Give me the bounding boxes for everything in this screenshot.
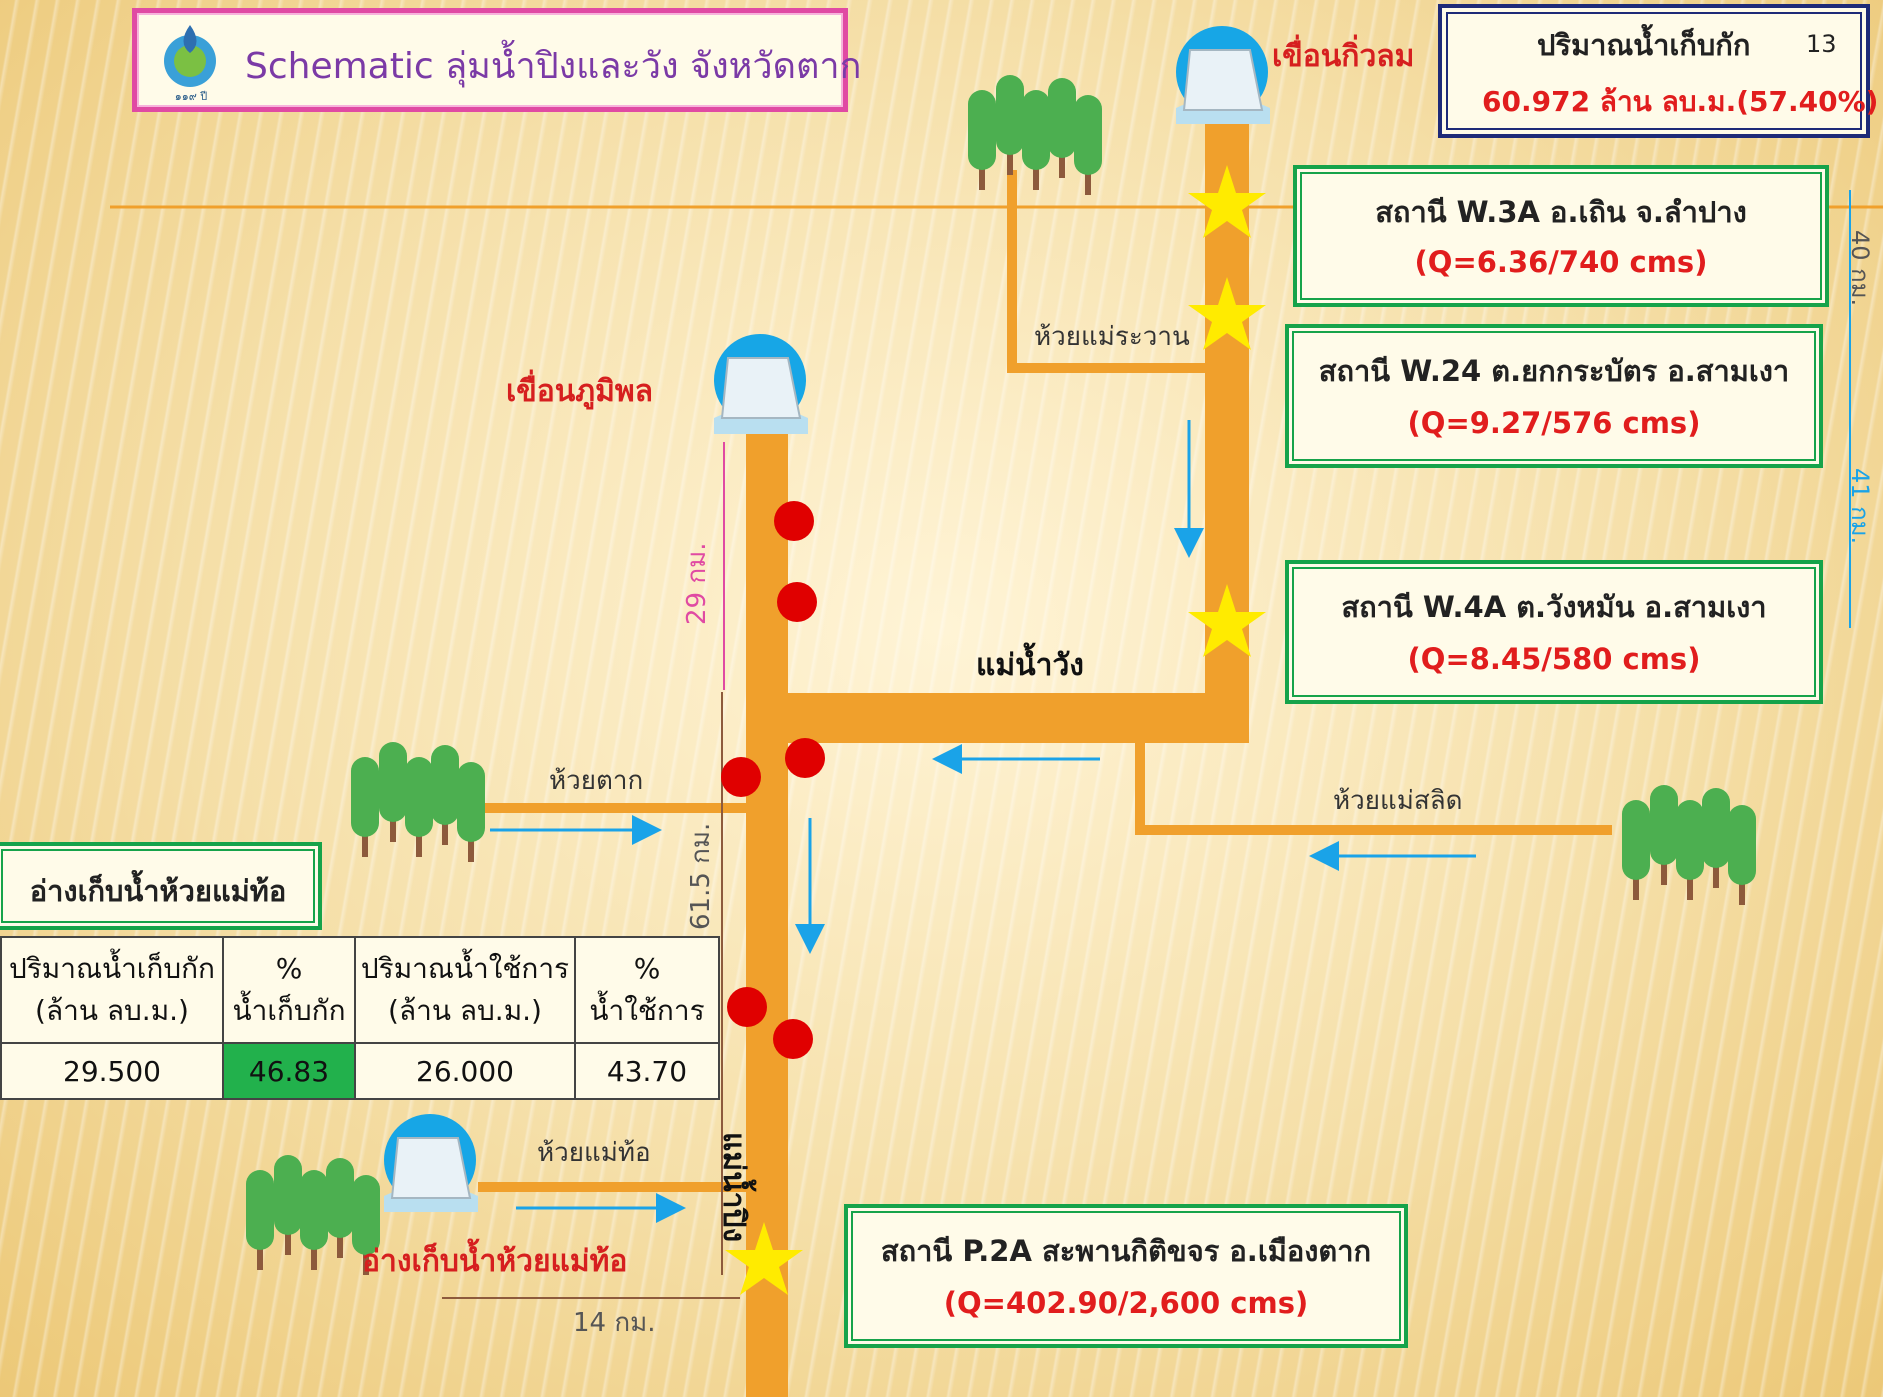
table-header: %น้ำเก็บกัก	[222, 936, 356, 1044]
reservoir-title: อ่างเก็บน้ำห้วยแม่ท้อ	[29, 874, 287, 908]
distance-label: 29 กม.	[682, 542, 712, 626]
reservoir-title-box: อ่างเก็บน้ำห้วยแม่ท้อ	[0, 842, 322, 930]
dam-icon	[384, 1114, 478, 1212]
station-flow: (Q=9.27/576 cms)	[1407, 406, 1701, 440]
station-name: สถานี P.2A สะพานกิติขจร อ.เมืองตาก	[880, 1234, 1372, 1268]
station-star-icon	[1188, 584, 1266, 657]
station-flow: (Q=402.90/2,600 cms)	[943, 1286, 1309, 1320]
distance-label: 61.5 กม.	[686, 822, 716, 930]
stream-label: ห้วยแม่สลิด	[1333, 786, 1463, 816]
reservoir-table: ปริมาณน้ำเก็บกัก(ล้าน ลบ.ม.) %น้ำเก็บกัก…	[0, 936, 720, 1100]
mae-salit-stream	[1135, 743, 1612, 835]
storage-label: ปริมาณน้ำเก็บกัก	[1537, 28, 1751, 62]
table-header-row: ปริมาณน้ำเก็บกัก(ล้าน ลบ.ม.) %น้ำเก็บกัก…	[0, 936, 720, 1044]
alert-dot	[774, 501, 814, 541]
logo-text: ๑๑๙ ปี	[174, 90, 208, 103]
table-header: %น้ำใช้การ	[574, 936, 720, 1044]
distance-label: 41 กม.	[1846, 468, 1874, 545]
table-row: 29.500 46.83 26.000 43.70	[0, 1042, 720, 1100]
dam-label-bhumibol: เขื่อนภูมิพล	[506, 374, 653, 409]
station-box: สถานี W.3A อ.เถิน จ.ลำปาง (Q=6.36/740 cm…	[1293, 165, 1829, 307]
title-box: ๑๑๙ ปี Schematic ลุ่มน้ำปิงและวัง จังหวั…	[132, 8, 861, 112]
station-flow: (Q=8.45/580 cms)	[1407, 642, 1701, 676]
river-label-ping: แม่น้ำปิง	[716, 1132, 751, 1243]
table-header: ปริมาณน้ำเก็บกัก(ล้าน ลบ.ม.)	[0, 936, 224, 1044]
station-star-icon	[1188, 165, 1266, 238]
alert-dot	[773, 1019, 813, 1059]
table-cell-highlight: 46.83	[222, 1042, 356, 1100]
table-header: ปริมาณน้ำใช้การ(ล้าน ลบ.ม.)	[354, 936, 576, 1044]
stream-label: ห้วยตาก	[549, 766, 644, 796]
station-name: สถานี W.3A อ.เถิน จ.ลำปาง	[1375, 195, 1747, 229]
table-cell: 43.70	[574, 1042, 720, 1100]
distance-label: 14 กม.	[573, 1308, 656, 1338]
station-name: สถานี W.24 ต.ยกกระบัตร อ.สามเงา	[1318, 354, 1790, 388]
river-label-wang: แม่น้ำวัง	[976, 648, 1084, 683]
logo-icon	[157, 23, 223, 105]
dam-icon	[1176, 26, 1270, 124]
distance-label: 40 กม.	[1846, 230, 1874, 307]
dam-icon	[714, 334, 808, 434]
dam-label-mae-tho: อ่างเก็บน้ำห้วยแม่ท้อ	[362, 1244, 628, 1279]
station-box: สถานี P.2A สะพานกิติขจร อ.เมืองตาก (Q=40…	[844, 1204, 1408, 1348]
forest-icon	[1622, 785, 1756, 905]
table-cell: 26.000	[354, 1042, 576, 1100]
station-star-icon	[725, 1222, 803, 1295]
alert-dot	[777, 582, 817, 622]
station-flow: (Q=6.36/740 cms)	[1414, 245, 1708, 279]
mae-rawan-stream	[1007, 170, 1205, 373]
stream-label: ห้วยแม่ระวาน	[1034, 322, 1190, 352]
station-box: สถานี W.24 ต.ยกกระบัตร อ.สามเงา (Q=9.27/…	[1285, 324, 1823, 468]
forest-icon	[351, 742, 485, 862]
alert-dot	[785, 738, 825, 778]
station-star-icon	[1188, 277, 1266, 350]
forest-icon	[968, 75, 1102, 195]
storage-box: ปริมาณน้ำเก็บกัก 13 60.972 ล้าน ลบ.ม.(57…	[1438, 4, 1878, 138]
alert-dot	[721, 757, 761, 797]
wang-river-horizontal	[746, 693, 1249, 743]
station-name: สถานี W.4A ต.วังหมัน อ.สามเงา	[1341, 590, 1767, 624]
station-box: สถานี W.4A ต.วังหมัน อ.สามเงา (Q=8.45/58…	[1285, 560, 1823, 704]
stream-label: ห้วยแม่ท้อ	[537, 1138, 651, 1168]
table-cell: 29.500	[0, 1042, 224, 1100]
page-title: Schematic ลุ่มน้ำปิงและวัง จังหวัดตาก	[245, 46, 862, 87]
storage-value: 60.972 ล้าน ลบ.ม.(57.40%)	[1482, 85, 1879, 118]
page-number: 13	[1806, 30, 1837, 58]
forest-icon	[246, 1155, 380, 1275]
alert-dot	[727, 987, 767, 1027]
dam-label-kiew-lom: เขื่อนกิ่วลม	[1272, 39, 1415, 74]
